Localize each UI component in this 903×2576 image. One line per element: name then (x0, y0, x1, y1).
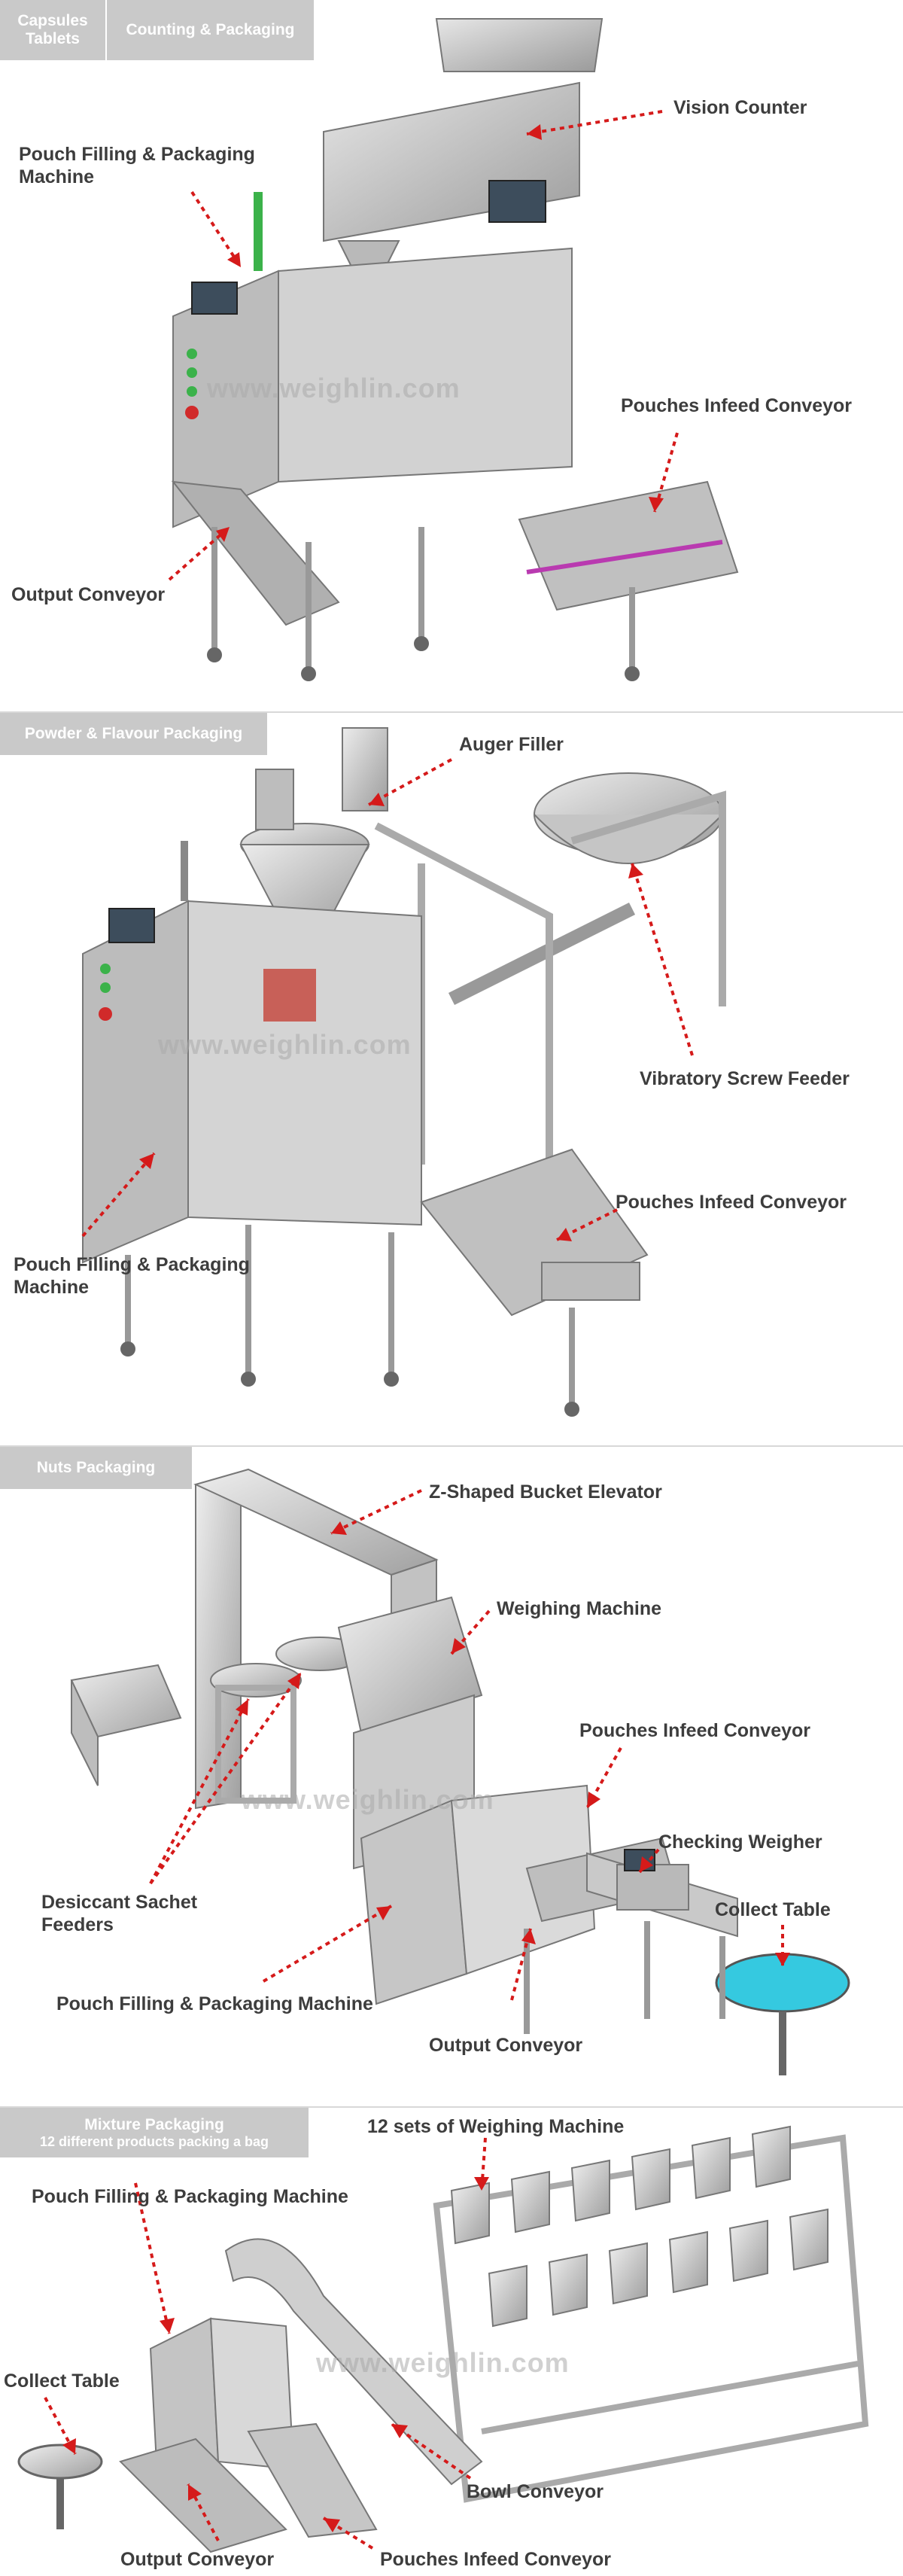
watermark: www.weighlin.com (207, 373, 461, 403)
arrow-collect (44, 2397, 77, 2455)
tag-title: Mixture Packaging (84, 2115, 224, 2133)
label-output-conveyor: Output Conveyor (120, 2549, 275, 2570)
arrow-elevator (330, 1489, 422, 1535)
panel-powder-flavour: Powder & Flavour Packaging Auger Filler … (0, 713, 903, 1445)
label-output-conveyor: Output Conveyor (11, 584, 166, 605)
label-desiccant: Desiccant Sachet Feeders (41, 1892, 198, 1935)
label-vision-counter: Vision Counter (673, 97, 807, 118)
panel-capsules-tablets: Capsules Tablets Counting & Packaging Vi… (0, 0, 903, 711)
arrow-pouch-filling (81, 1152, 156, 1238)
label-weighing-sets: 12 sets of Weighing Machine (367, 2116, 625, 2137)
label-collect-table: Collect Table (715, 1899, 831, 1920)
arrow-pouch-filling (134, 2182, 171, 2334)
label-pouches-infeed: Pouches Infeed Conveyor (380, 2549, 612, 2570)
tag-subtitle: 12 different products packing a bag (39, 2133, 269, 2149)
category-tag-capsules: Capsules Tablets (0, 0, 105, 60)
arrow-auger-filler (368, 758, 452, 806)
label-auger-filler: Auger Filler (459, 734, 564, 755)
label-bucket-elevator: Z-Shaped Bucket Elevator (429, 1481, 662, 1503)
label-pouches-infeed: Pouches Infeed Conveyor (616, 1192, 847, 1213)
panel-divider (0, 2106, 903, 2108)
arrow-output (510, 1928, 532, 2001)
panel-divider (0, 711, 903, 713)
category-tag-powder: Powder & Flavour Packaging (0, 713, 267, 755)
panel-nuts-packaging: Nuts Packaging Z-Shaped Bucket Elevator … (0, 1447, 903, 2106)
label-pouch-filling: Pouch Filling & Packaging Machine (19, 144, 255, 187)
label-output-conveyor: Output Conveyor (429, 2035, 583, 2056)
arrow-output (187, 2483, 220, 2541)
label-vibratory-screw: Vibratory Screw Feeder (640, 1068, 850, 1089)
nuts-packaging-line-illustration (70, 1468, 850, 2075)
watermark: www.weighlin.com (241, 1784, 494, 1815)
watermark: www.weighlin.com (158, 1029, 412, 1060)
powder-packaging-machine-illustration (81, 727, 726, 1417)
label-pouch-filling: Pouch Filling & Packaging Machine (14, 1254, 250, 1298)
watermark: www.weighlin.com (316, 2347, 570, 2378)
label-checking-weigher: Checking Weigher (658, 1832, 822, 1853)
label-pouch-filling: Pouch Filling & Packaging Machine (32, 2186, 348, 2207)
mixture-packaging-line-illustration (17, 2125, 869, 2553)
category-tag-counting: Counting & Packaging (107, 0, 314, 60)
arrow-pouch-filling (190, 190, 242, 269)
panel-mixture-packaging: Mixture Packaging 12 different products … (0, 2108, 903, 2576)
label-weighing-machine: Weighing Machine (497, 1598, 661, 1619)
category-tag-mixture: Mixture Packaging 12 different products … (0, 2108, 309, 2157)
label-pouch-filling: Pouch Filling & Packaging Machine (56, 1993, 373, 2014)
arrow-desiccant-2 (149, 1671, 303, 1885)
arrow-vibratory-screw (631, 863, 694, 1056)
label-pouches-infeed: Pouches Infeed Conveyor (579, 1720, 811, 1741)
arrow-output (168, 525, 231, 581)
capsule-counting-machine-illustration (168, 18, 739, 681)
panel-divider (0, 1445, 903, 1447)
arrow-bowl (390, 2422, 472, 2480)
label-bowl-conveyor: Bowl Conveyor (467, 2481, 604, 2502)
label-pouches-infeed: Pouches Infeed Conveyor (621, 395, 853, 416)
category-tag-nuts: Nuts Packaging (0, 1447, 192, 1489)
label-collect-table: Collect Table (4, 2370, 120, 2392)
arrow-desiccant-1 (149, 1698, 250, 1884)
arrow-pouch-filling (262, 1905, 393, 1983)
